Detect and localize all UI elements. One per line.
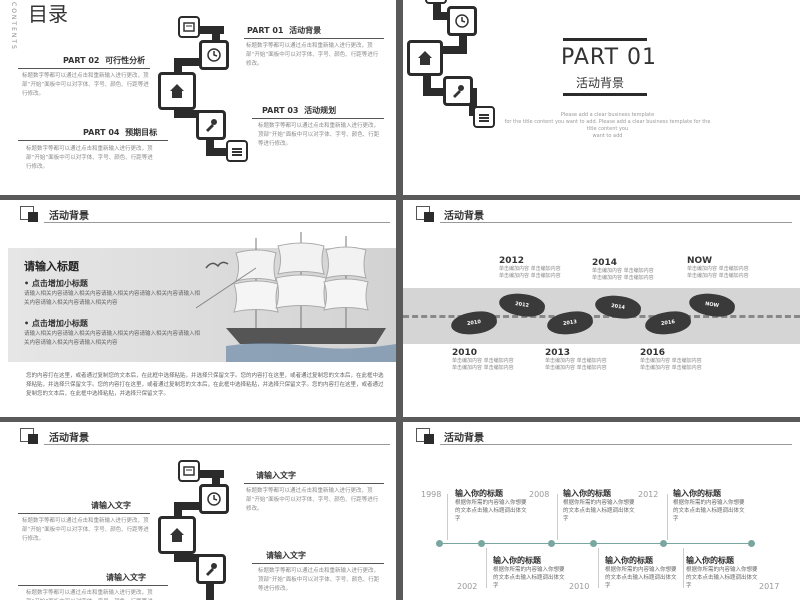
year-2013: 2013 (545, 348, 571, 358)
item-3-heading[interactable]: 请输入文字 (266, 551, 306, 560)
item-2-heading[interactable]: 请输入文字 (91, 501, 131, 510)
event-year: 1998 (421, 490, 442, 499)
part-03-text: 标题数字等都可以通过点击和重新输入进行更改，顶部“开始”面板中可以对字体、字号、… (258, 123, 380, 147)
event-2008[interactable]: 输入你的标题 根据你所需的内容输入你想要的文本点击输入标题调出体文字 (563, 489, 635, 522)
body-text: 您的内容打在这里，或者通过复制您的文本后，在此框中选择粘贴，并选择只保留文字。您… (26, 373, 384, 397)
sailing-ship-image (196, 232, 396, 362)
part-label: PART 01 (561, 45, 658, 70)
part-caption: Please add a clear business template for… (504, 112, 711, 139)
slide-background-ship[interactable]: 活动背景 请输入标题 • 点击增加小标题 请输入相关内容请输入相关内容请输入相关… (0, 200, 396, 417)
part-name: 活动背景 (576, 76, 625, 90)
item-2-text: 标题数字等都可以通过点击和重新输入进行更改，顶部“开始”面板中可以对字体、字号、… (22, 518, 149, 542)
timeline-dot (548, 540, 555, 547)
slides-icon (178, 460, 200, 482)
bullet-2-title: • 点击增加小标题 (24, 319, 88, 328)
item-1-heading[interactable]: 请输入文字 (256, 471, 296, 480)
tools-icon (196, 554, 226, 584)
part-04-heading[interactable]: PART 04 预期目标 (83, 128, 158, 137)
item-4-heading[interactable]: 请输入文字 (106, 573, 146, 582)
slide-part-01[interactable]: PART 01 活动背景 Please add a clear business… (403, 0, 800, 195)
year-2010: 2010 (452, 348, 478, 358)
header-title: 活动背景 (49, 211, 89, 222)
event-year: 2010 (569, 582, 590, 591)
clock-icon (199, 484, 229, 514)
slide-background-years[interactable]: 活动背景 1998 输入你的标题 根据你所需的内容输入你想要的文本点击输入标题调… (403, 422, 800, 600)
part-01-heading[interactable]: PART 01 活动背景 (247, 26, 322, 35)
top-icon (425, 0, 447, 4)
event-year: 2012 (638, 490, 659, 499)
slides-icon (178, 16, 200, 38)
event-year: 2017 (759, 582, 780, 591)
bullet-2-text: 请输入相关内容请输入相关内容请输入相关内容请输入相关内容请输入相关内容请输入相关… (24, 331, 201, 346)
contents-title: 目录 (28, 2, 68, 26)
timeline-dot (660, 540, 667, 547)
item-1-text: 标题数字等都可以通过点击和重新输入进行更改，顶部“开始”面板中可以对字体、字号、… (246, 488, 379, 512)
home-icon (158, 516, 196, 554)
timeline-dot (748, 540, 755, 547)
part-03-heading[interactable]: PART 03 活动规划 (262, 106, 337, 115)
bullet-1-text: 请输入相关内容请输入相关内容请输入相关内容请输入相关内容请输入相关内容请输入相关… (24, 291, 201, 306)
event-2012[interactable]: 输入你的标题 根据你所需的内容输入你想要的文本点击输入标题调出体文字 (673, 489, 745, 522)
timeline-dot (590, 540, 597, 547)
event-year: 2008 (529, 490, 550, 499)
stack-icon (473, 106, 495, 128)
item-3-text: 标题数字等都可以通过点击和重新输入进行更改，顶部“开始”面板中可以对字体、字号、… (258, 568, 380, 592)
slide-contents[interactable]: 目录 CONTENTS PART 01 活动背景 标题数字等都可以通过点击和重新… (0, 0, 396, 195)
year-2016: 2016 (640, 348, 666, 358)
year-2012: 2012 (499, 256, 525, 266)
event-year: 2002 (457, 582, 478, 591)
header-title: 活动背景 (49, 433, 89, 444)
event-1998[interactable]: 输入你的标题 根据你所需的内容输入你想要的文本点击输入标题调出体文字 (455, 489, 527, 522)
item-4-text: 标题数字等都可以通过点击和重新输入进行更改，顶部“开始”面板中可以对字体、字号、… (26, 590, 153, 600)
clock-icon (199, 40, 229, 70)
banner-title: 请输入标题 (24, 260, 79, 273)
event-2017[interactable]: 输入你的标题 根据你所需的内容输入你想要的文本点击输入标题调出体文字 (686, 556, 758, 589)
part-01-text: 标题数字等都可以通过点击和重新输入进行更改，顶部“开始”面板中可以对字体、字号、… (246, 43, 379, 67)
timeline-dot (478, 540, 485, 547)
slide-background-icons[interactable]: 活动背景 请输入文字 标题数字等都可以通过点击和重新输入进行更改，顶部“开始”面… (0, 422, 396, 600)
event-2002[interactable]: 输入你的标题 根据你所需的内容输入你想要的文本点击输入标题调出体文字 (493, 556, 565, 589)
part-04-text: 标题数字等都可以通过点击和重新输入进行更改，顶部“开始”面板中可以对字体、字号、… (26, 146, 153, 170)
title-bottom-bar (563, 93, 647, 96)
clock-icon (447, 6, 477, 36)
title-top-bar (563, 38, 647, 41)
home-icon (158, 72, 196, 110)
bullet-1-title: • 点击增加小标题 (24, 279, 88, 288)
part-02-heading[interactable]: PART 02 可行性分析 (63, 56, 146, 65)
tools-icon (196, 110, 226, 140)
year-2014: 2014 (592, 258, 618, 268)
slide-background-timeline[interactable]: 活动背景 2012 单击编加内容 单击编加内容单击编加内容 单击编加内容 201… (403, 200, 800, 417)
home-icon (407, 40, 443, 76)
year-now: NOW (687, 256, 713, 266)
timeline-dot (436, 540, 443, 547)
contents-subtitle: CONTENTS (10, 2, 17, 51)
header-title: 活动背景 (444, 211, 484, 222)
part-02-text: 标题数字等都可以通过点击和重新输入进行更改，顶部“开始”面板中可以对字体、字号、… (22, 73, 149, 97)
event-2010[interactable]: 输入你的标题 根据你所需的内容输入你想要的文本点击输入标题调出体文字 (605, 556, 677, 589)
header-title: 活动背景 (444, 433, 484, 444)
tools-icon (443, 76, 473, 106)
stack-icon (226, 140, 248, 162)
